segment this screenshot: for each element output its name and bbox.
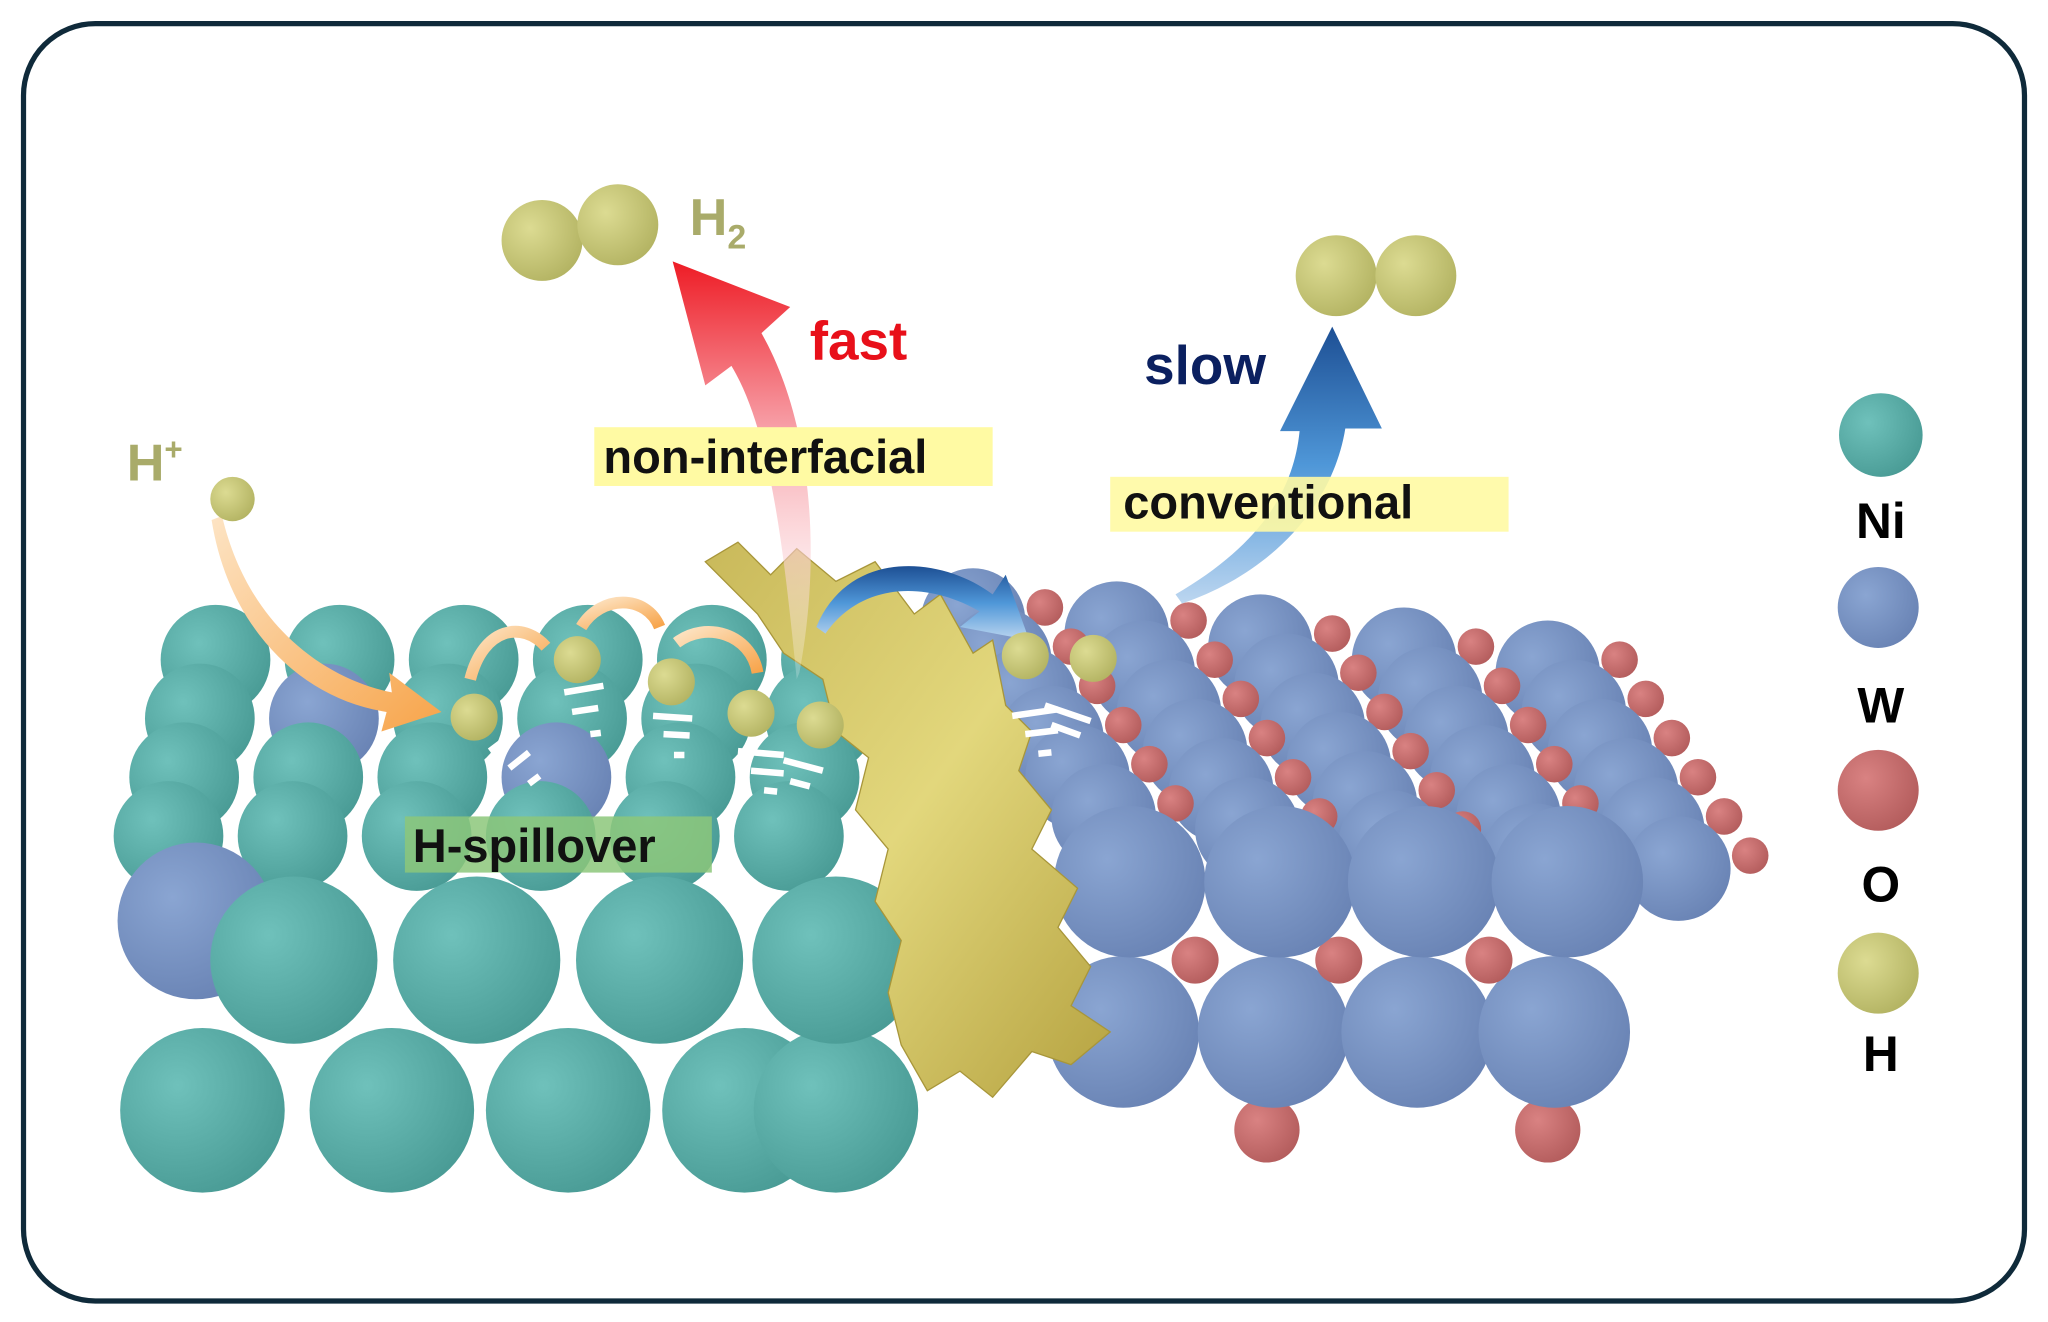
legend-h-swatch bbox=[1837, 932, 1919, 1014]
o-atom bbox=[1222, 680, 1260, 718]
ni-atom bbox=[752, 876, 920, 1044]
adsorption-marks bbox=[487, 682, 1092, 795]
o-atom bbox=[1170, 602, 1207, 639]
o-atom bbox=[1418, 772, 1456, 809]
o-atom bbox=[1601, 641, 1638, 678]
hydrogen-atoms bbox=[210, 476, 1117, 749]
h-plus-arrow bbox=[211, 516, 442, 732]
o-atom bbox=[1705, 798, 1743, 835]
h2-molecule-right bbox=[1295, 235, 1457, 317]
spillover-hop-arrows bbox=[464, 596, 764, 681]
ni-atom bbox=[576, 876, 744, 1044]
h2-label: H2 bbox=[690, 189, 747, 256]
ni-atom bbox=[237, 781, 348, 891]
conventional-bg bbox=[1110, 476, 1509, 532]
legend-h-label: H bbox=[1863, 1026, 1899, 1082]
w-atom bbox=[1054, 805, 1206, 958]
o-atom bbox=[1627, 680, 1664, 718]
o-atom bbox=[1536, 745, 1573, 783]
o-atom bbox=[1131, 745, 1168, 783]
legend-ni-label: Ni bbox=[1856, 493, 1906, 549]
o-atom bbox=[1196, 641, 1233, 678]
o-atom bbox=[1340, 654, 1377, 692]
o-atom bbox=[1366, 693, 1403, 731]
h-spillover-bg bbox=[404, 816, 712, 873]
h-plus-label: H+ bbox=[127, 432, 183, 493]
ni-atom bbox=[485, 1028, 651, 1193]
o-atom bbox=[1234, 1097, 1300, 1163]
ni-atom bbox=[120, 1028, 285, 1193]
h2-molecule-left bbox=[501, 184, 659, 281]
ni-atom bbox=[753, 1028, 919, 1193]
ni-atom bbox=[309, 1028, 475, 1193]
o-atom bbox=[1157, 785, 1194, 822]
interface-layer bbox=[704, 541, 1112, 1099]
h-spillover-label: H-spillover bbox=[413, 819, 656, 872]
w-atom bbox=[1197, 956, 1350, 1108]
conventional-label: conventional bbox=[1123, 476, 1413, 529]
w-atom bbox=[1204, 805, 1356, 958]
o-atom bbox=[1315, 936, 1363, 984]
interface-hop-arrow bbox=[816, 566, 1030, 641]
o-atom bbox=[1104, 706, 1142, 744]
ni-slab bbox=[113, 604, 920, 1193]
slow-arrow bbox=[1175, 326, 1382, 604]
o-atom bbox=[1248, 719, 1286, 757]
w-atom bbox=[1047, 956, 1200, 1108]
o-atom bbox=[1171, 936, 1219, 984]
slow-label: slow bbox=[1144, 334, 1266, 396]
o-atom bbox=[1515, 1097, 1581, 1163]
non-interfacial-bg bbox=[594, 427, 993, 486]
o-atom bbox=[1483, 667, 1521, 705]
legend-ni-swatch bbox=[1839, 393, 1923, 477]
w-atom bbox=[1626, 816, 1731, 921]
legend-o-swatch bbox=[1837, 749, 1919, 831]
w-atom bbox=[1478, 956, 1631, 1108]
w-atom bbox=[1491, 805, 1644, 958]
w-atom bbox=[1347, 805, 1500, 958]
fast-label: fast bbox=[810, 309, 908, 371]
legend-w-swatch bbox=[1837, 566, 1919, 648]
o-atom bbox=[1653, 719, 1691, 757]
legend: Ni W O H bbox=[1837, 393, 1923, 1082]
o-atom bbox=[1457, 628, 1495, 665]
o-atom bbox=[1313, 615, 1351, 652]
o-atom bbox=[1509, 706, 1547, 744]
w-atom bbox=[1341, 956, 1493, 1108]
o-atom bbox=[1274, 758, 1312, 796]
non-interfacial-label: non-interfacial bbox=[603, 430, 927, 483]
o-atom bbox=[1731, 837, 1769, 874]
ni-atom bbox=[734, 781, 844, 891]
legend-w-label: W bbox=[1857, 677, 1904, 733]
legend-o-label: O bbox=[1862, 856, 1901, 912]
ni-atom bbox=[210, 876, 378, 1044]
ni-atom bbox=[393, 876, 561, 1044]
o-atom bbox=[1392, 732, 1429, 770]
fast-arrow bbox=[672, 261, 811, 680]
o-atom bbox=[1679, 758, 1717, 796]
o-atom bbox=[1026, 589, 1064, 626]
o-atom bbox=[1465, 936, 1513, 984]
